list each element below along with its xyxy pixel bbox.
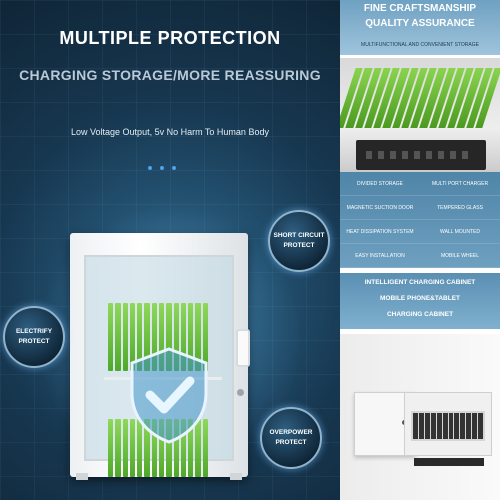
feature-item: WALL MOUNTED	[420, 220, 500, 244]
feature-grid: DIVIDED STORAGE MULTI PORT CHARGER MAGNE…	[340, 172, 500, 268]
feature-item: MULTI PORT CHARGER	[420, 172, 500, 196]
craftsmanship-header: FINE CRAFTSMANSHIP QUALITY ASSURANCE MUL…	[340, 0, 500, 55]
lock-icon	[237, 389, 244, 396]
upper-device-slots	[108, 303, 208, 371]
badge-label: PROTECT	[283, 242, 315, 249]
shield-check-icon	[130, 347, 208, 444]
protection-title: MULTIPLE PROTECTION	[59, 28, 281, 48]
feature-item: HEAT DISSIPATION SYSTEM	[340, 220, 420, 244]
product-name-band: INTELLIGENT CHARGING CABINET MOBILE PHON…	[340, 273, 500, 329]
badge-label: PROTECT	[275, 439, 307, 446]
protection-panel: MULTIPLE PROTECTION CHARGING STORAGE/MOR…	[0, 0, 340, 500]
product-name-line: CHARGING CABINET	[386, 311, 454, 318]
wall-mounted-photo	[340, 334, 500, 500]
cabinet-interior-photo	[340, 58, 500, 176]
voltage-caption: Low Voltage Output, 5v No Harm To Human …	[71, 127, 269, 137]
short-circuit-badge: SHORT CIRCUIT PROTECT	[268, 210, 330, 272]
slot-rack	[340, 68, 500, 128]
cabinet-glass-door	[84, 255, 250, 477]
feature-item: DIVIDED STORAGE	[340, 172, 420, 196]
product-name-line: INTELLIGENT CHARGING CABINET	[364, 279, 476, 286]
product-name-line: MOBILE PHONE&TABLET	[379, 295, 461, 302]
feature-item: EASY INSTALLATION	[340, 244, 420, 268]
feature-item: TEMPERED GLASS	[420, 196, 500, 220]
badge-label: OVERPOWER	[269, 429, 313, 437]
quality-title: QUALITY ASSURANCE	[365, 18, 475, 29]
charger-strip	[414, 458, 484, 466]
protection-subtitle: CHARGING STORAGE/MORE REASSURING	[19, 67, 321, 83]
feature-item: MOBILE WHEEL	[420, 244, 500, 268]
badge-label: ELECTRIFY	[15, 328, 53, 336]
door-handle	[236, 329, 250, 367]
craftsmanship-title: FINE CRAFTSMANSHIP	[363, 3, 477, 14]
craftsmanship-panel: FINE CRAFTSMANSHIP QUALITY ASSURANCE MUL…	[340, 0, 500, 500]
lower-device-slots	[108, 419, 208, 477]
badge-label: PROTECT	[18, 338, 50, 345]
cabinet-open	[404, 392, 492, 456]
feature-item: MAGNETIC SUCTION DOOR	[340, 196, 420, 220]
device-slots	[411, 411, 485, 441]
badge-label: SHORT CIRCUIT	[273, 232, 325, 240]
carousel-dots	[148, 166, 176, 170]
cabinet-foot	[76, 473, 88, 480]
charger-panel	[356, 140, 486, 170]
cabinet-foot	[230, 473, 242, 480]
storage-subtitle: MULTIFUNCTIONAL AND CONVENIENT STORAGE	[361, 42, 479, 48]
charging-cabinet	[70, 233, 250, 480]
electrify-badge: ELECTRIFY PROTECT	[3, 306, 65, 368]
overpower-badge: OVERPOWER PROTECT	[260, 407, 322, 469]
